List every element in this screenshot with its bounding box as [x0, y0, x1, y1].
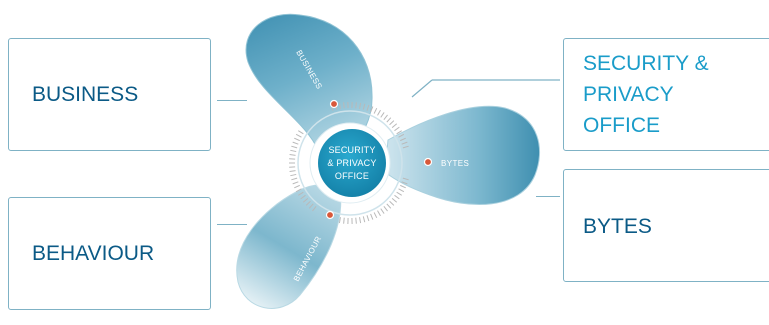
gear-tooth — [391, 123, 398, 129]
gear-tooth — [292, 141, 299, 145]
hub-line-2: & PRIVACY — [327, 158, 376, 168]
gear-tooth — [289, 154, 296, 156]
gear-ticks — [289, 102, 409, 224]
gear-tooth — [366, 104, 370, 111]
gear-tooth — [380, 208, 385, 214]
gear-tooth — [290, 173, 297, 177]
outer-ring — [297, 110, 403, 216]
gear-tooth — [366, 215, 370, 222]
gear-tooth — [343, 102, 345, 109]
hub-line-1: SECURITY — [328, 145, 375, 155]
behaviour-box: BEHAVIOUR — [8, 197, 211, 310]
gear-tooth — [338, 102, 341, 109]
bytes-dot — [423, 157, 433, 167]
behaviour-box-label: BEHAVIOUR — [32, 242, 155, 265]
behaviour-connector — [217, 224, 247, 225]
security-connector — [411, 79, 433, 98]
bytes-box-label: BYTES — [583, 215, 652, 238]
gear-tooth — [308, 203, 314, 209]
business-dot — [329, 99, 339, 109]
hub-circle — [318, 129, 386, 197]
business-box-label: BUSINESS — [32, 83, 139, 106]
gear-tooth — [295, 133, 302, 138]
bytes-box: BYTES — [563, 169, 769, 282]
hub-line-3: OFFICE — [335, 171, 369, 181]
gear-tooth — [394, 126, 400, 132]
gear-tooth — [305, 200, 311, 206]
gear-tooth — [338, 217, 341, 224]
gear-tooth — [391, 197, 398, 203]
gear-tooth — [394, 194, 400, 200]
gear-tooth — [359, 217, 362, 224]
gear-tooth — [402, 177, 409, 181]
security-box-line-2: PRIVACY — [583, 83, 674, 106]
gear-tooth — [295, 188, 302, 193]
gear-tooth — [359, 102, 362, 109]
behaviour-blade — [236, 184, 342, 309]
gear-tooth — [373, 212, 378, 219]
gear-tooth — [300, 194, 306, 200]
gear-tooth — [389, 200, 395, 206]
gear-tooth — [298, 191, 304, 196]
gear-tooth — [355, 217, 357, 224]
gear-tooth — [380, 112, 385, 118]
gear-tooth — [396, 130, 402, 135]
security-box-line-1: SECURITY & — [583, 52, 709, 75]
gear-tooth — [302, 197, 309, 203]
gear-tooth — [370, 106, 374, 113]
gear-tooth — [377, 109, 381, 116]
business-box: BUSINESS — [8, 38, 211, 151]
gear-tooth — [398, 188, 405, 193]
gear-tooth — [362, 216, 366, 223]
gear-tooth — [289, 170, 296, 172]
gear-tooth — [398, 133, 405, 138]
gear-tooth — [386, 203, 392, 209]
gear-tooth — [294, 184, 300, 189]
gear-tooth — [401, 181, 408, 185]
gear-tooth — [362, 103, 366, 110]
gear-tooth — [312, 206, 317, 212]
gear-tooth — [294, 137, 300, 142]
gear-tooth — [291, 145, 298, 149]
gear-tooth — [401, 141, 408, 145]
gear-tooth — [396, 191, 402, 196]
security-box-line-3: OFFICE — [583, 114, 660, 137]
gear-tooth — [400, 137, 406, 142]
gear-tooth — [355, 102, 357, 109]
gear-tooth — [298, 130, 304, 135]
security-privacy-office-box: SECURITY & PRIVACY OFFICE — [563, 38, 769, 151]
gear-tooth — [292, 181, 299, 185]
gear-tooth — [373, 107, 378, 114]
bytes-blade-label: BYTES — [441, 159, 469, 168]
gear-tooth — [386, 117, 392, 123]
bytes-blade — [384, 105, 541, 205]
business-blade — [245, 13, 373, 151]
gear-tooth — [291, 177, 298, 181]
gear-tooth — [290, 149, 297, 153]
gear-tooth — [370, 213, 374, 220]
behaviour-dot — [325, 210, 335, 220]
gear-tooth — [400, 184, 406, 189]
gear-tooth — [389, 120, 395, 126]
gear-tooth — [343, 217, 345, 224]
business-connector — [217, 100, 247, 101]
gear-tooth — [383, 206, 388, 212]
gear-tooth — [402, 145, 409, 149]
gear-tooth — [377, 210, 381, 217]
bytes-connector — [536, 196, 560, 197]
gear-tooth — [383, 114, 388, 120]
